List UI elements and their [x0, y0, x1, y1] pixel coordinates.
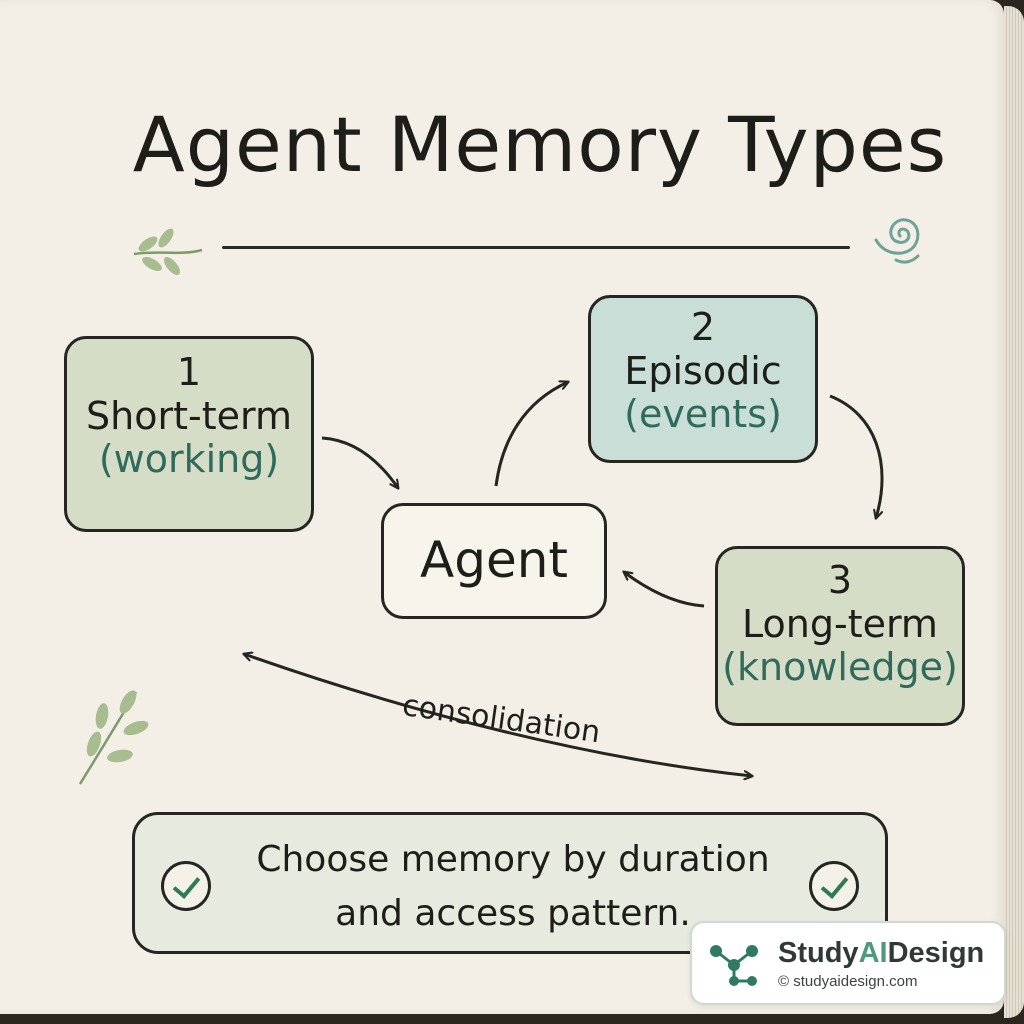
summary-box: Choose memory by duration and access pat…: [132, 812, 888, 954]
summary-line-2: and access pattern.: [335, 893, 691, 934]
node-label: Episodic: [624, 348, 782, 393]
network-logo-icon: [710, 945, 758, 986]
node-detail: (working): [98, 437, 280, 482]
node-number: 1: [176, 350, 202, 394]
node-detail: (knowledge): [722, 645, 958, 690]
brand-url: © studyaidesign.com: [778, 973, 918, 990]
page-title: Agent Memory Types: [132, 100, 948, 189]
page-edge: [1004, 6, 1024, 1018]
leaf-branch-icon: [78, 690, 149, 785]
node-label: Short-term: [86, 393, 292, 438]
node-episodic: 2 Episodic (events): [588, 295, 818, 463]
arrow-long-term-to-agent: [624, 572, 705, 608]
brand-name: StudyAIDesign: [778, 937, 985, 969]
node-long-term: 3 Long-term (knowledge): [715, 546, 965, 726]
summary-line-1: Choose memory by duration: [256, 839, 770, 880]
summary-text: Choose memory by duration and access pat…: [235, 833, 791, 941]
node-number: 3: [827, 558, 853, 602]
brand-badge: StudyAIDesign © studyaidesign.com: [690, 921, 1006, 1005]
node-label: Agent: [420, 531, 568, 589]
node-label: Long-term: [742, 601, 938, 646]
checkmark-icon: [161, 861, 211, 911]
node-agent: Agent: [381, 503, 607, 619]
node-short-term: 1 Short-term (working): [64, 336, 314, 532]
checkmark-icon: [809, 861, 859, 911]
arrow-agent-to-episodic: [494, 382, 568, 487]
node-detail: (events): [624, 392, 782, 437]
spiral-doodle-icon: [874, 218, 920, 264]
arrow-short-term-to-agent: [321, 436, 398, 488]
leaf-sprig-icon: [133, 228, 203, 276]
arrow-episodic-to-long-term: [829, 394, 884, 518]
title-underline: [222, 246, 850, 249]
arrow-consolidation: [244, 654, 752, 776]
node-number: 2: [690, 305, 716, 349]
